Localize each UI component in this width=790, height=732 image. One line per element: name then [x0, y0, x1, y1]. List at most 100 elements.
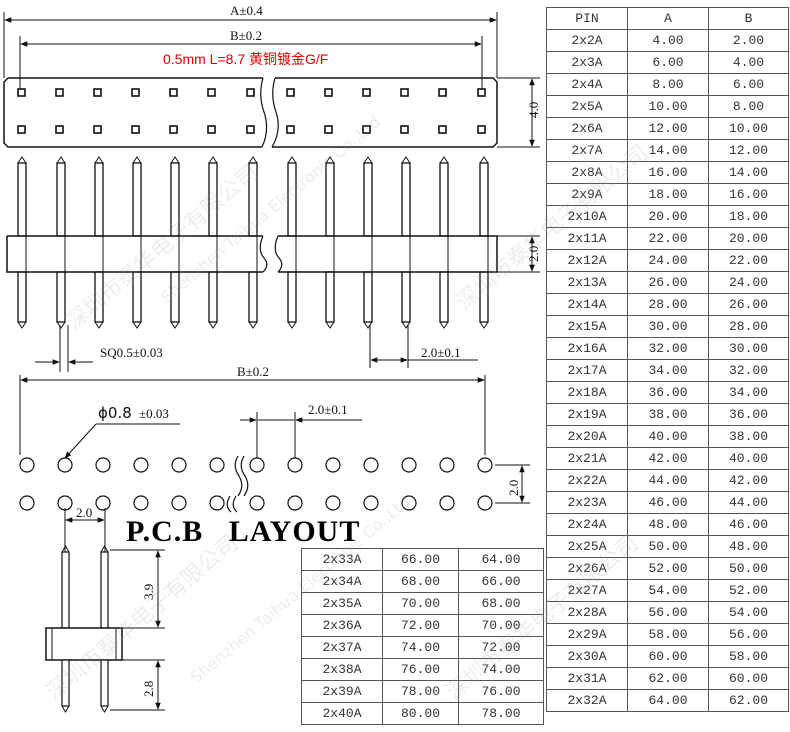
a-cell: 14.00 — [627, 139, 709, 162]
pcb-hole — [363, 495, 379, 511]
pcb-hole — [401, 495, 417, 511]
dim-height-label: 4.0 — [526, 102, 541, 118]
pin-cell: 2x16A — [546, 337, 628, 360]
front-pin-upper — [287, 162, 297, 237]
dim-pin-square-label: SQ0.5±0.03 — [100, 345, 163, 360]
b-cell: 30.00 — [708, 337, 789, 360]
pin-cell: 2x29A — [546, 623, 628, 646]
a-cell: 80.00 — [382, 702, 459, 725]
pin-cell: 2x20A — [546, 425, 628, 448]
pin-square — [438, 125, 447, 134]
pin-tip — [439, 156, 449, 164]
pin-square — [400, 125, 409, 134]
pin-cell: 2x3A — [546, 51, 628, 74]
dim-pcb-row-label: 2.0 — [506, 480, 521, 496]
pin-cell: 2x32A — [546, 689, 628, 712]
b-cell: 22.00 — [708, 249, 789, 272]
front-pin-lower — [325, 271, 335, 323]
pin-tip — [287, 321, 297, 329]
pin-tip — [363, 321, 373, 329]
side-insulator — [45, 627, 123, 661]
front-pin-lower — [248, 271, 258, 323]
b-cell: 38.00 — [708, 425, 789, 448]
front-pin-upper — [439, 162, 449, 237]
front-pin-lower — [56, 271, 66, 323]
side-pin-left-top — [61, 551, 70, 629]
pin-square — [207, 88, 216, 97]
pin-cell: 2x28A — [546, 601, 628, 624]
a-cell: 66.00 — [382, 548, 459, 571]
pin-square — [131, 88, 140, 97]
pin-square — [246, 125, 255, 134]
dim-pcb-pitch-label: 2.0±0.1 — [308, 402, 348, 417]
pcb-hole — [477, 457, 493, 473]
pin-square — [55, 125, 64, 134]
a-cell: 26.00 — [627, 271, 709, 294]
pin-cell: 2x27A — [546, 579, 628, 602]
b-cell: 60.00 — [708, 667, 789, 690]
b-cell: 16.00 — [708, 183, 789, 206]
pin-cell: 2x10A — [546, 205, 628, 228]
hole-diameter-label: ϕ0.8 — [98, 404, 132, 422]
pin-tip — [248, 156, 258, 164]
pcb-hole — [477, 495, 493, 511]
a-cell: 32.00 — [627, 337, 709, 360]
b-cell: 74.00 — [458, 658, 544, 681]
pin-square — [362, 125, 371, 134]
a-cell: 54.00 — [627, 579, 709, 602]
b-cell: 70.00 — [458, 614, 544, 637]
front-pin-upper — [94, 162, 104, 237]
pcb-hole — [95, 457, 111, 473]
pin-cell: 2x14A — [546, 293, 628, 316]
b-cell: 56.00 — [708, 623, 789, 646]
pin-square — [324, 125, 333, 134]
dim-b-label: B±0.2 — [230, 28, 262, 43]
a-cell: 18.00 — [627, 183, 709, 206]
a-cell: 46.00 — [627, 491, 709, 514]
pin-square — [55, 88, 64, 97]
pin-cell: 2x11A — [546, 227, 628, 250]
front-pin-upper — [325, 162, 335, 237]
front-pin-lower — [479, 271, 489, 323]
header-b: B — [708, 7, 789, 30]
dim-side-pitch-label: 2.0 — [76, 505, 92, 520]
a-cell: 10.00 — [627, 95, 709, 118]
pcb-hole — [249, 495, 265, 511]
pin-square — [324, 88, 333, 97]
front-pin-lower — [363, 271, 373, 323]
pin-square — [400, 88, 409, 97]
b-cell: 64.00 — [458, 548, 544, 571]
pin-tip — [132, 321, 142, 329]
front-pin-upper — [17, 162, 27, 237]
pin-square — [477, 88, 486, 97]
front-pin-lower — [170, 271, 180, 323]
b-cell: 10.00 — [708, 117, 789, 140]
a-cell: 58.00 — [627, 623, 709, 646]
front-pin-lower — [132, 271, 142, 323]
pcb-layout-title: P.C.B LAYOUT — [126, 515, 360, 548]
pin-cell: 2x25A — [546, 535, 628, 558]
pcb-hole — [249, 457, 265, 473]
pcb-hole — [401, 457, 417, 473]
pin-tip — [208, 156, 218, 164]
pcb-hole — [287, 457, 303, 473]
header-a: A — [627, 7, 709, 30]
pin-tip — [56, 156, 66, 164]
b-cell: 6.00 — [708, 73, 789, 96]
